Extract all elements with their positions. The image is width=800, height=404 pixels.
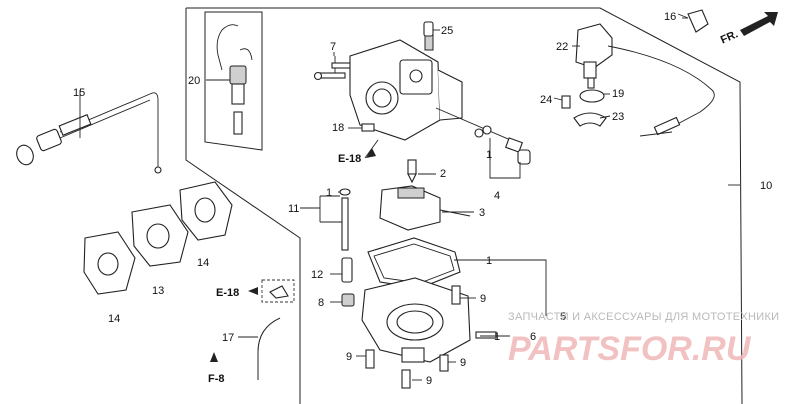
screws-part-9 <box>365 285 461 389</box>
callout-13: 13 <box>152 285 164 297</box>
callout-25: 25 <box>441 25 453 37</box>
watermark-tagline: ЗАПЧАСТИ И АКСЕССУАРЫ ДЛЯ МОТОТЕХНИКИ <box>508 311 779 323</box>
e18-arrow <box>366 148 376 158</box>
callout-14-b: 14 <box>108 313 120 325</box>
solenoid-part-22 <box>575 23 715 137</box>
choke-cable-part-15 <box>16 92 162 174</box>
callout-8: 8 <box>318 297 324 309</box>
ref-box-e18 <box>248 279 295 303</box>
callout-24: 24 <box>540 94 552 106</box>
callout-3: 3 <box>479 207 485 219</box>
jet-part-25 <box>423 21 434 37</box>
ref-e18-left: E-18 <box>216 287 239 299</box>
float-chamber-body <box>361 277 471 363</box>
drain-screw-part-6 <box>475 331 497 339</box>
front-arrow-label: FR. <box>719 28 740 46</box>
jet-part-12 <box>341 257 353 283</box>
callout-11: 11 <box>288 203 299 215</box>
ref-f8: F-8 <box>208 373 225 385</box>
callout-9-c: 9 <box>460 357 466 369</box>
callout-19: 19 <box>612 88 624 100</box>
clamp-part-23 <box>573 112 607 127</box>
plug-part-8 <box>341 293 355 307</box>
callout-9-d: 9 <box>426 375 432 387</box>
watermark-logo: PARTSFOR.RU <box>508 330 752 368</box>
callout-16: 16 <box>664 11 676 23</box>
callout-2: 2 <box>440 168 446 180</box>
callout-9-a: 9 <box>480 293 486 305</box>
leader-lines <box>79 13 689 381</box>
callout-4: 4 <box>494 190 500 202</box>
assembly-frame <box>186 7 743 404</box>
float-valve-part-2 <box>407 159 417 184</box>
vent-tube-part-20 <box>216 24 253 135</box>
callout-10: 10 <box>760 180 772 192</box>
callout-15: 15 <box>73 87 85 99</box>
inset-frame-part-20 <box>204 11 263 151</box>
bolt-part-24 <box>561 95 571 109</box>
front-arrow <box>740 12 778 36</box>
main-jet-part-11 <box>339 188 351 251</box>
f8-arrow <box>210 352 218 362</box>
callout-20: 20 <box>188 75 200 87</box>
callout-14-a: 14 <box>197 257 209 269</box>
drain-tube-part-17 <box>257 317 281 380</box>
screw-part-18 <box>361 123 375 132</box>
o-ring-part-19 <box>579 89 605 103</box>
insulator-gaskets-parts-13-14 <box>83 181 233 295</box>
float-part-3 <box>379 185 471 231</box>
callout-23: 23 <box>612 111 624 123</box>
float-chamber-gasket-part-1 <box>367 237 461 289</box>
callout-9-b: 9 <box>346 351 352 363</box>
callout-1-b: 1 <box>326 187 332 199</box>
callout-18: 18 <box>332 122 344 134</box>
callout-1-c: 1 <box>486 255 492 267</box>
ref-e18-top: E-18 <box>338 153 361 165</box>
callout-22: 22 <box>556 41 568 53</box>
assembly-frame-left <box>185 8 301 404</box>
callout-12: 12 <box>311 269 323 281</box>
callout-7: 7 <box>330 41 336 53</box>
callout-5: 5 <box>560 311 566 323</box>
callout-1-d: 1 <box>494 331 500 343</box>
callout-6: 6 <box>530 331 536 343</box>
callout-1-a: 1 <box>486 149 492 161</box>
clip-part-16 <box>682 9 709 33</box>
callout-17: 17 <box>222 332 234 344</box>
pilot-screw-part-4 <box>474 125 531 179</box>
carburetor-body <box>349 27 516 159</box>
